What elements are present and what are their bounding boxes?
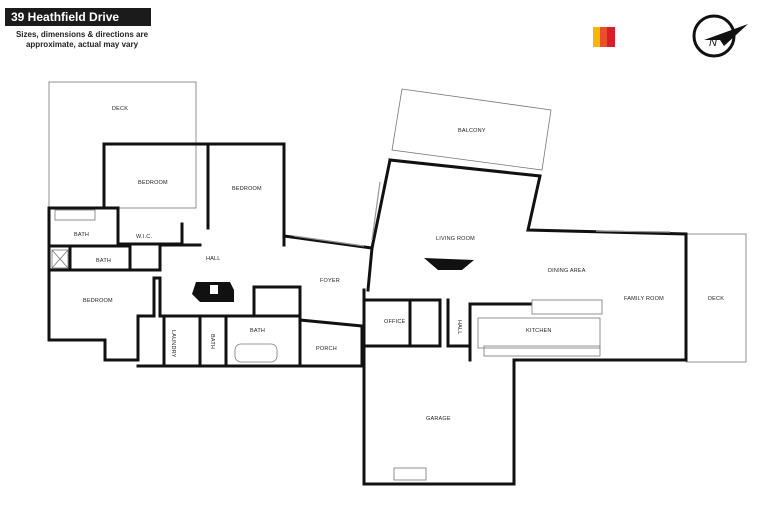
label-garage: GARAGE xyxy=(426,416,451,422)
dining-window xyxy=(595,230,671,233)
bathtub xyxy=(234,343,278,363)
kitchen-counter xyxy=(477,317,601,349)
label-living-room: LIVING ROOM xyxy=(436,236,475,242)
label-family-room: FAMILY ROOM xyxy=(624,296,664,302)
garage-bench xyxy=(393,467,427,481)
label-bath-main: BATH xyxy=(250,328,265,334)
office-wall xyxy=(362,298,412,348)
label-porch: PORCH xyxy=(316,346,337,352)
brand-logo-icon xyxy=(593,27,615,47)
label-laundry: LAUNDRY xyxy=(170,330,176,358)
living-wall xyxy=(362,158,688,486)
porch-wall xyxy=(298,318,364,368)
compass-letter: N xyxy=(709,37,717,49)
vanity xyxy=(54,209,96,221)
office-closet-wall xyxy=(408,298,442,348)
label-deck-right: DECK xyxy=(708,296,724,302)
label-bath-small: BATH xyxy=(96,258,111,264)
label-hall: HALL xyxy=(206,256,221,262)
label-bedroom-3: BEDROOM xyxy=(83,298,113,304)
balcony-area xyxy=(391,88,552,171)
disclaimer-text: Sizes, dimensions & directions are appro… xyxy=(15,30,149,49)
label-wic: W.I.C. xyxy=(136,234,152,240)
foyer-wall xyxy=(282,234,374,250)
fireplace-hall-opening xyxy=(210,285,218,294)
kitchen-bench xyxy=(483,345,601,357)
label-bath-wc: BATH xyxy=(209,334,215,349)
kitchen-island xyxy=(531,299,603,315)
living-window xyxy=(371,181,381,241)
foyer-window xyxy=(293,235,365,247)
wic-wall xyxy=(102,206,184,246)
shower-cross-2 xyxy=(51,249,69,269)
address-title: 39 Heathfield Drive xyxy=(5,8,151,26)
brand-bar-red xyxy=(607,27,615,47)
brand-bar-orange xyxy=(600,27,607,47)
bedroom-block-wall xyxy=(102,142,286,247)
label-foyer: FOYER xyxy=(320,278,340,284)
label-hall-small: HALL xyxy=(456,320,462,335)
brand-bar-yellow xyxy=(593,27,600,47)
north-arrow-icon: N xyxy=(692,14,748,58)
label-balcony: BALCONY xyxy=(458,128,486,134)
left-wing-wall xyxy=(47,142,162,362)
label-bath-ensuite: BATH xyxy=(74,232,89,238)
fireplace-living xyxy=(424,258,474,270)
label-bedroom-1: BEDROOM xyxy=(138,180,168,186)
label-deck-left: DECK xyxy=(112,106,128,112)
label-office: OFFICE xyxy=(384,319,405,325)
label-dining-area: DINING AREA xyxy=(548,268,586,274)
label-kitchen: KITCHEN xyxy=(526,328,552,334)
shower-stall xyxy=(51,249,69,269)
living-west-wall xyxy=(366,158,392,292)
label-bedroom-2: BEDROOM xyxy=(232,186,262,192)
bath-small-wall xyxy=(47,243,202,272)
